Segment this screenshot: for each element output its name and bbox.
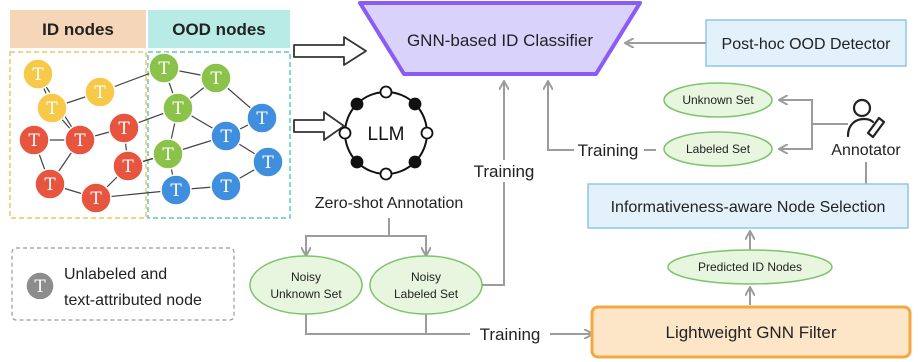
- graph-node-glyph: T: [94, 83, 106, 103]
- graph-node-glyph: T: [162, 145, 174, 165]
- llm-dot: [379, 85, 393, 99]
- noisy-unknown-line-1: Noisy: [291, 270, 321, 284]
- graph-node: [246, 102, 278, 134]
- legend-node-glyph: T: [34, 277, 46, 297]
- id-nodes-label: ID nodes: [42, 20, 114, 39]
- graph-node: [84, 76, 116, 108]
- graph-node: [22, 58, 54, 90]
- llm-dot: [408, 97, 422, 111]
- noisy-unknown-set: [249, 255, 363, 315]
- graph-node-glyph: T: [170, 181, 182, 201]
- gnn-filter-label: Lightweight GNN Filter: [665, 323, 836, 342]
- graph-node: [148, 52, 180, 84]
- llm-dots: [338, 85, 434, 181]
- legend-box: [11, 247, 235, 321]
- graph-node-glyph: T: [46, 99, 58, 119]
- annotator-branch-line-2: [780, 124, 813, 149]
- id-nodes-header: [10, 10, 146, 48]
- annotator-label: Annotator: [831, 142, 901, 159]
- graph-node: [108, 112, 140, 144]
- legend-node-icon: [25, 271, 55, 301]
- graph-node: [36, 92, 68, 124]
- graph-node: [18, 124, 50, 156]
- noisy-labeled-line-1: Noisy: [411, 270, 441, 284]
- training-label-right: Training: [578, 141, 639, 160]
- unknown-set-label: Unknown Set: [682, 93, 754, 107]
- graph-node-glyph: T: [220, 127, 232, 147]
- training-right-bg: [574, 139, 644, 161]
- labeled-set: [663, 131, 773, 167]
- split-line-right: [389, 235, 426, 255]
- ood-nodes-header: [148, 10, 290, 48]
- graph-node: [152, 138, 184, 170]
- graph-node-glyph: T: [44, 175, 56, 195]
- llm-dot: [379, 167, 393, 181]
- graph-node-glyph: T: [122, 157, 134, 177]
- graph-node-glyph: T: [210, 69, 222, 89]
- gnn-id-classifier: [358, 1, 642, 76]
- llm-dot: [408, 155, 422, 169]
- training-label-bottom: Training: [480, 325, 541, 344]
- graph-node: [210, 120, 242, 152]
- ood-nodes-region: [147, 51, 291, 219]
- predicted-id-nodes-label: Predicted ID Nodes: [698, 260, 802, 274]
- graph-node: [34, 168, 66, 200]
- training-label-center: Training: [474, 162, 535, 181]
- llm-dot: [350, 155, 364, 169]
- split-line: [306, 218, 390, 255]
- graph-node-glyph: T: [32, 65, 44, 85]
- legend-line-1: Unlabeled and: [64, 266, 167, 283]
- noisy-unknown-line-2: Unknown Set: [270, 287, 342, 301]
- graph-node-glyph: T: [256, 109, 268, 129]
- graph-node: [80, 182, 112, 214]
- llm-label: LLM: [368, 124, 405, 145]
- graph-node-glyph: T: [220, 177, 232, 197]
- graph-node: [64, 124, 96, 156]
- graph-node: [162, 92, 194, 124]
- graph-node: [160, 174, 192, 206]
- graph-node: [210, 170, 242, 202]
- llm-dot: [338, 126, 352, 140]
- noisy-to-filter-line: [305, 314, 470, 335]
- hollow-arrow-to-llm: [293, 111, 345, 141]
- graph-node-glyph: T: [118, 119, 130, 139]
- legend-line-2: text-attributed node: [64, 292, 202, 309]
- hollow-arrow-to-classifier: [293, 36, 367, 66]
- ood-detector-label: Post-hoc OOD Detector: [722, 36, 892, 53]
- graph-node-glyph: T: [172, 99, 184, 119]
- noisy-labeled-set: [369, 255, 483, 315]
- noisy-labeled-line-2: Labeled Set: [394, 287, 459, 301]
- graph-node-glyph: T: [158, 59, 170, 79]
- labeled-set-label: Labeled Set: [686, 142, 751, 156]
- unknown-set: [663, 82, 773, 118]
- gnn-id-classifier-label: GNN-based ID Classifier: [407, 31, 593, 50]
- llm-dot: [350, 97, 364, 111]
- graph-node-glyph: T: [74, 131, 86, 151]
- llm-dot: [420, 126, 434, 140]
- training-label-bg: [474, 160, 536, 182]
- gnn-filter-box: [590, 305, 912, 359]
- graph-node-glyph: T: [90, 189, 102, 209]
- graph-node-glyph: T: [262, 153, 274, 173]
- zero-shot-annotation-label: Zero-shot Annotation: [315, 195, 464, 212]
- graph-node: [252, 146, 284, 178]
- ood-nodes-label: OOD nodes: [172, 20, 266, 39]
- id-nodes-region: [9, 51, 147, 219]
- graph-node: [200, 62, 232, 94]
- predicted-id-nodes: [667, 249, 833, 285]
- graph-node-glyph: T: [28, 131, 40, 151]
- annotator-icon: [846, 98, 886, 139]
- node-selection-label: Informativeness-aware Node Selection: [611, 199, 886, 216]
- annotator-branch-line: [780, 100, 848, 125]
- node-selection-box: [587, 183, 909, 229]
- graph-node: [112, 150, 144, 182]
- noisy-labeled-to-classifier: [482, 82, 504, 286]
